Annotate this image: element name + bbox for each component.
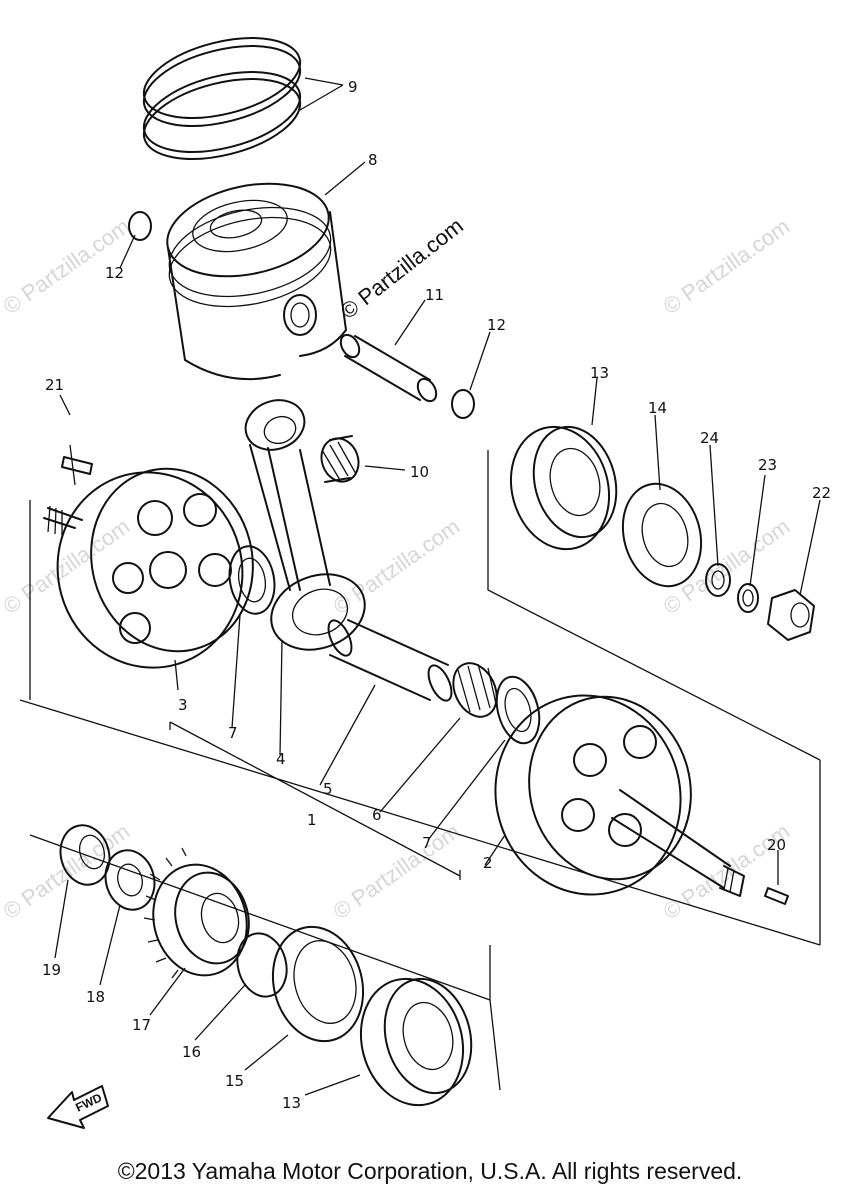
- watermark: © Partzilla.com: [659, 514, 795, 620]
- part-label-24: 24: [700, 429, 719, 447]
- part-label-20: 20: [767, 836, 786, 854]
- watermark: © Partzilla.com: [659, 214, 795, 320]
- circlip-right: [451, 389, 475, 419]
- crank-pin: [327, 619, 453, 702]
- part-label-12: 12: [105, 264, 124, 282]
- thrust-washer-right: [495, 675, 541, 745]
- part-label-13: 13: [590, 364, 609, 382]
- bearing-right: [509, 425, 618, 551]
- part-label-2: 2: [483, 854, 493, 872]
- part-label-14: 14: [648, 399, 667, 417]
- piston: [166, 182, 347, 381]
- part-label-3: 3: [178, 696, 188, 714]
- thrust-washer: [228, 545, 276, 615]
- watermark-layer: © Partzilla.com © Partzilla.com © Partzi…: [0, 213, 794, 924]
- part-label-23: 23: [758, 456, 777, 474]
- circlip-left: [128, 211, 152, 241]
- part-label-18: 18: [86, 988, 105, 1006]
- part-label-21: 21: [45, 376, 64, 394]
- assembly-bracket: [19, 450, 821, 1091]
- part-label-13: 13: [282, 1094, 301, 1112]
- part-label-1: 1: [307, 811, 317, 829]
- bearing-left-13: [359, 977, 473, 1107]
- connecting-rod: [244, 399, 366, 651]
- watermark: © Partzilla.com: [329, 819, 465, 925]
- watermark-main: © Partzilla.com: [336, 213, 468, 324]
- part-label-10: 10: [410, 463, 429, 481]
- callout-labels: 1 2 3 4 5 6 7 7 7 8 9 10 11 12 12 13 13 …: [42, 78, 831, 1112]
- part-label-22: 22: [812, 484, 831, 502]
- woodruff-key-right: [764, 887, 789, 905]
- oil-seal: [621, 482, 703, 588]
- lock-washer-23: [737, 583, 759, 613]
- part-label-12: 12: [487, 316, 506, 334]
- small-end-bearing: [320, 435, 360, 483]
- part-label-5: 5: [323, 780, 333, 798]
- part-label-7: 7: [228, 724, 238, 742]
- part-label-15: 15: [225, 1072, 244, 1090]
- o-ring-16: [236, 932, 288, 998]
- watermark: © Partzilla.com: [329, 514, 465, 620]
- piston-pin: [339, 333, 438, 403]
- primary-drive-gear: [143, 847, 250, 979]
- big-end-bearing: [452, 662, 498, 718]
- leader-lines: [54, 77, 821, 1096]
- part-label-7: 7: [422, 834, 432, 852]
- piston-rings: [142, 37, 302, 160]
- watermark: © Partzilla.com: [0, 514, 134, 620]
- nut-22: [767, 589, 815, 641]
- crank-wheel-right: [494, 694, 745, 897]
- part-label-6: 6: [372, 806, 382, 824]
- woodruff-key-left: [61, 456, 93, 475]
- part-label-9: 9: [348, 78, 358, 96]
- watermark: © Partzilla.com: [659, 819, 795, 925]
- spacer-19: [59, 824, 111, 886]
- part-label-16: 16: [182, 1043, 201, 1061]
- part-label-19: 19: [42, 961, 61, 979]
- forward-direction-arrow: FWD: [47, 1085, 109, 1129]
- part-label-8: 8: [368, 151, 378, 169]
- copyright-notice: ©2013 Yamaha Motor Corporation, U.S.A. A…: [117, 1158, 743, 1184]
- part-label-11: 11: [425, 286, 444, 304]
- part-label-17: 17: [132, 1016, 151, 1034]
- part-label-4: 4: [276, 750, 286, 768]
- bearing-retainer-15: [271, 925, 365, 1043]
- washer-18: [104, 849, 156, 911]
